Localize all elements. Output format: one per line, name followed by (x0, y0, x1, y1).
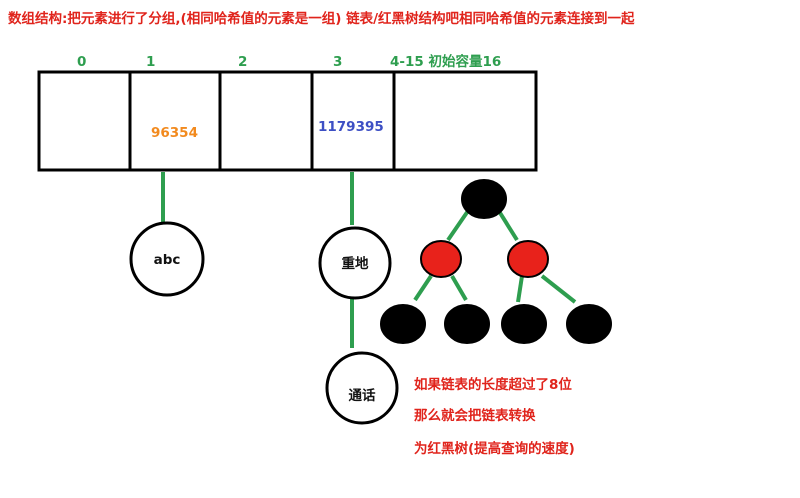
chain-node-tonghua-label: 通话 (349, 387, 376, 404)
chain-node-zhongdi-label: 重地 (342, 255, 369, 272)
bucket-index-0: 0 (77, 54, 86, 70)
note-line-2: 那么就会把链表转换 (414, 407, 536, 424)
tree-edge (516, 275, 524, 303)
bucket-hash-3: 1179395 (318, 119, 384, 135)
bucket-cell-1 (128, 70, 222, 172)
bucket-cell-0 (37, 70, 132, 172)
bucket-index-1: 1 (146, 54, 155, 70)
tree-node-leaf-4 (566, 304, 612, 344)
tree-edge (450, 274, 468, 302)
tree-edge (446, 206, 472, 242)
bucket-hash-1: 96354 (151, 125, 198, 141)
bucket-cell-2 (218, 70, 314, 172)
chain-node-abc-label: abc (154, 252, 181, 268)
chain-node-zhongdi (318, 226, 392, 300)
tree-node-leaf-2 (444, 304, 490, 344)
tree-edge (413, 274, 433, 302)
note-line-3: 为红黑树(提高查询的速度) (414, 440, 575, 457)
tree-node-root (461, 179, 507, 219)
bucket-cell-rest (392, 70, 538, 172)
bucket-index-2: 2 (238, 54, 247, 70)
tree-node-leaf-1 (380, 304, 426, 344)
bucket-index-4-15: 4-15 初始容量16 (390, 53, 501, 70)
note-line-1: 如果链表的长度超过了8位 (414, 376, 572, 393)
diagram-heading: 数组结构:把元素进行了分组,(相同哈希值的元素是一组) 链表/红黑树结构吧相同哈… (8, 10, 635, 27)
tree-node-left (420, 240, 462, 278)
tree-node-right (507, 240, 549, 278)
tree-edge (540, 274, 577, 304)
red-black-tree (380, 179, 612, 344)
chain-node-abc (129, 221, 205, 297)
chain-node-tonghua (325, 351, 399, 425)
bucket-index-3: 3 (333, 54, 342, 70)
tree-edge (495, 206, 519, 242)
tree-node-leaf-3 (501, 304, 547, 344)
